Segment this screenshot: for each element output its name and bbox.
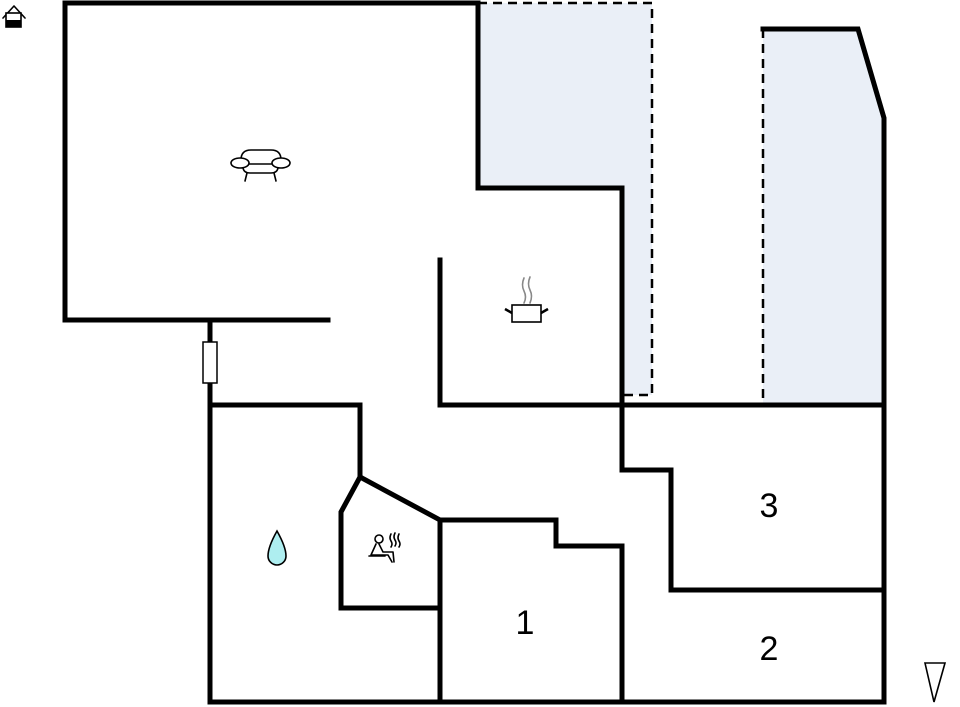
door — [202, 341, 218, 384]
sauna-icon — [368, 532, 401, 563]
walls — [62, 0, 887, 705]
room-label-1: 1 — [516, 604, 535, 642]
room-label-2: 2 — [760, 630, 779, 668]
sofa-icon — [230, 149, 291, 182]
terrace-area-right — [763, 29, 884, 405]
cooking-pot-icon — [504, 276, 549, 323]
home-floor-icon — [2, 5, 26, 28]
north-arrow-icon — [923, 662, 947, 703]
terrace-area-left — [478, 3, 652, 395]
room-label-3: 3 — [760, 487, 779, 525]
water-drop-icon — [267, 529, 287, 566]
